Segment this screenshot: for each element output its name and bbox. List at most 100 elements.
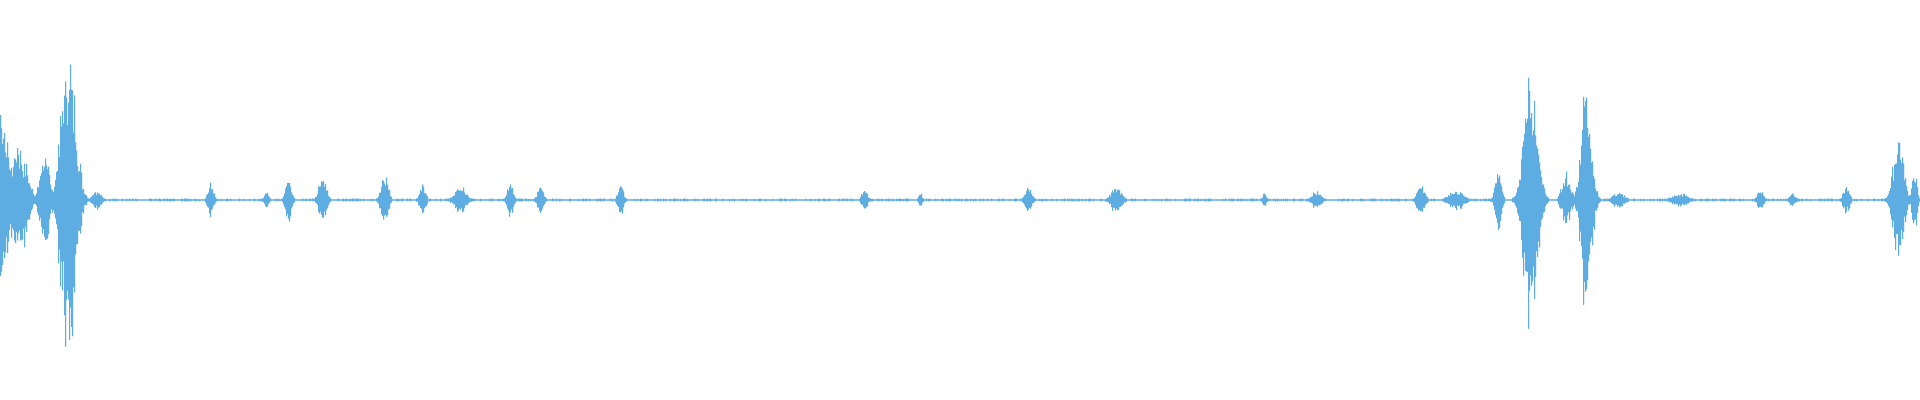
waveform-sample <box>1341 198 1343 202</box>
waveform-sample <box>37 186 39 213</box>
waveform-sample <box>1015 198 1017 202</box>
waveform-sample <box>31 189 33 211</box>
waveform-sample <box>360 198 362 202</box>
waveform-sample <box>149 198 151 202</box>
waveform-sample <box>1452 193 1454 207</box>
waveform-sample <box>1912 180 1914 220</box>
waveform-sample <box>462 191 464 213</box>
waveform-sample <box>1777 198 1779 202</box>
waveform-sample <box>1874 198 1876 201</box>
waveform-sample <box>1901 163 1903 231</box>
waveform-sample <box>47 169 49 239</box>
waveform-sample <box>1878 198 1880 202</box>
waveform-sample <box>1107 197 1109 203</box>
waveform-sample <box>786 198 788 202</box>
waveform-sample <box>1633 198 1635 201</box>
waveform-sample <box>852 198 854 202</box>
waveform-sample <box>56 172 58 225</box>
waveform-sample <box>535 197 537 203</box>
waveform-sample <box>1444 197 1446 202</box>
waveform-sample <box>1670 197 1672 203</box>
waveform-sample <box>780 198 782 202</box>
waveform-sample <box>954 198 956 202</box>
waveform-sample <box>59 157 61 250</box>
waveform-sample <box>1706 198 1708 202</box>
waveform-sample <box>1135 198 1137 202</box>
waveform-sample <box>1 128 3 272</box>
waveform-sample <box>586 198 588 202</box>
waveform-sample <box>1525 118 1527 271</box>
waveform-sample <box>623 191 625 208</box>
waveform-sample <box>1907 190 1909 210</box>
waveform-sample <box>838 198 840 202</box>
waveform-sample <box>709 198 711 202</box>
waveform-sample <box>1277 198 1279 202</box>
waveform-sample <box>345 198 347 202</box>
waveform-sample <box>261 198 263 202</box>
waveform-sample <box>1523 141 1525 276</box>
waveform-sample <box>1660 198 1662 202</box>
waveform-sample <box>416 198 418 202</box>
waveform-sample <box>1845 188 1847 214</box>
waveform-sample <box>24 163 26 248</box>
waveform-sample <box>946 198 948 202</box>
waveform-sample <box>473 198 475 202</box>
waveform-sample <box>315 196 317 203</box>
waveform-sample <box>892 198 894 202</box>
waveform-sample <box>1918 195 1920 207</box>
waveform-sample <box>1524 133 1526 253</box>
waveform-sample <box>759 198 761 202</box>
waveform-sample <box>1794 196 1796 204</box>
waveform-sample <box>1390 198 1392 202</box>
waveform-sample <box>291 192 293 209</box>
waveform-sample <box>1069 198 1071 202</box>
waveform-sample <box>16 162 18 232</box>
waveform-sample <box>1558 196 1560 205</box>
waveform-sample <box>1450 193 1452 207</box>
waveform-sample <box>1360 198 1362 202</box>
waveform-sample <box>465 194 467 206</box>
waveform-sample <box>1123 196 1125 204</box>
waveform-sample <box>322 182 324 218</box>
waveform-sample <box>1557 198 1559 202</box>
waveform-sample <box>641 198 643 202</box>
waveform-sample <box>624 196 626 204</box>
waveform-sample <box>908 198 910 202</box>
waveform-sample <box>1910 195 1912 204</box>
waveform-sample <box>1039 198 1041 202</box>
waveform-sample <box>215 197 217 203</box>
waveform-sample <box>1033 196 1035 204</box>
waveform-sample <box>1689 197 1691 202</box>
waveform-sample <box>1531 113 1533 286</box>
waveform-sample <box>316 196 318 204</box>
waveform-sample <box>1752 198 1754 202</box>
waveform-sample <box>1764 196 1766 204</box>
waveform-sample <box>819 198 821 202</box>
waveform-sample <box>1902 157 1904 239</box>
waveform-sample <box>1586 97 1588 290</box>
waveform-sample <box>1705 198 1707 202</box>
waveform-sample <box>1420 188 1422 212</box>
waveform-sample <box>268 195 270 204</box>
waveform-sample <box>129 198 131 202</box>
waveform-sample <box>670 198 672 202</box>
waveform-sample <box>626 198 628 202</box>
waveform-sample <box>928 198 930 202</box>
waveform-sample <box>313 198 315 202</box>
waveform-sample <box>917 198 919 202</box>
waveform-sample <box>754 198 756 202</box>
waveform-sample <box>1810 198 1812 202</box>
waveform-sample <box>1415 196 1417 205</box>
waveform-sample <box>324 186 326 212</box>
waveform-sample <box>53 192 55 210</box>
waveform-sample <box>1890 188 1892 215</box>
waveform-sample <box>1373 198 1375 202</box>
waveform-sample <box>1105 198 1107 202</box>
waveform-sample <box>1789 196 1791 203</box>
waveform-sample <box>522 198 524 202</box>
waveform-sample <box>1712 198 1714 202</box>
waveform-sample <box>1839 198 1841 202</box>
waveform-sample <box>1499 175 1501 229</box>
waveform-sample <box>1734 198 1736 202</box>
waveform-sample <box>1625 197 1627 203</box>
